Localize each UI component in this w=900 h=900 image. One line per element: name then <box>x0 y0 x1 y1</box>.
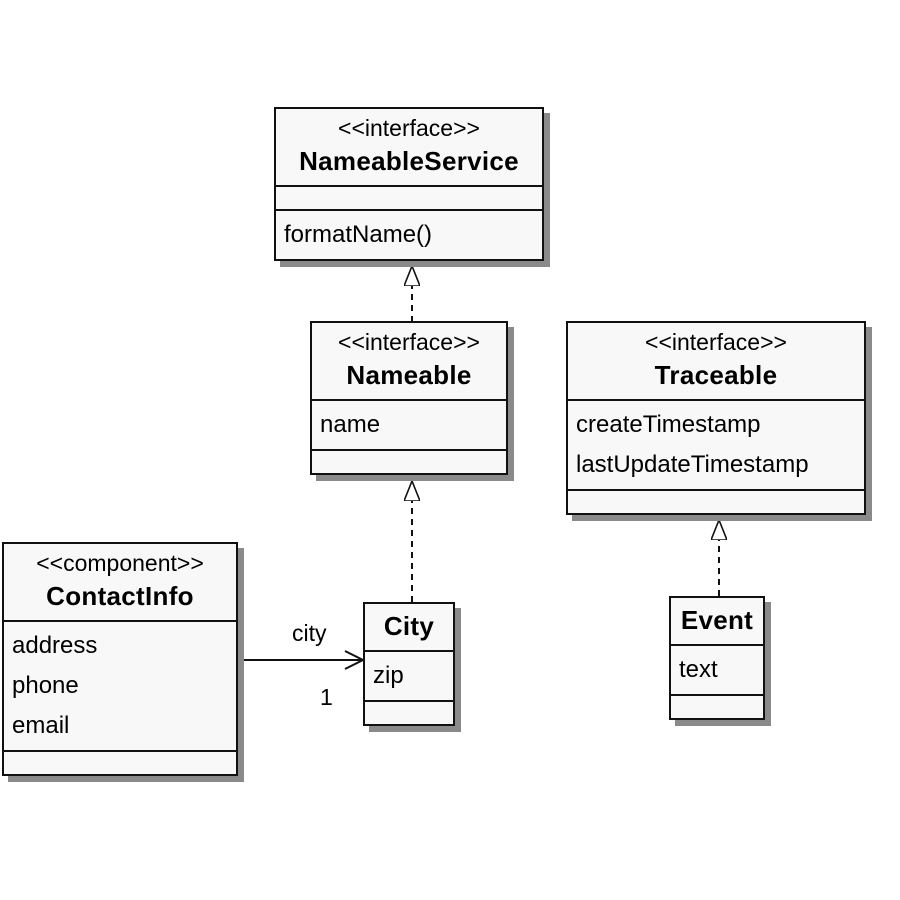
attribute: address <box>12 632 98 659</box>
operations-section: formatName() <box>276 209 542 259</box>
class-contact-info[interactable]: <<component>> ContactInfo address phone … <box>2 542 238 776</box>
association-role-label: city <box>292 620 327 646</box>
attributes-section: text <box>671 644 763 694</box>
stereotype: <<interface>> <box>338 115 480 141</box>
attributes-section: name <box>312 399 506 449</box>
class-nameable[interactable]: <<interface>> Nameable name <box>310 321 508 475</box>
class-city[interactable]: City zip <box>363 602 455 726</box>
attribute: text <box>679 656 718 683</box>
attributes-section: address phone email <box>4 620 236 750</box>
class-name: Event <box>680 605 754 635</box>
attribute: phone <box>12 672 79 699</box>
stereotype: <<component>> <box>36 550 204 576</box>
stereotype: <<interface>> <box>645 329 787 355</box>
association-multiplicity-label: 1 <box>320 684 333 710</box>
class-name: NameableService <box>299 146 519 176</box>
class-traceable[interactable]: <<interface>> Traceable createTimestamp … <box>566 321 866 515</box>
operations-section <box>568 489 864 513</box>
class-event[interactable]: Event text <box>669 596 765 720</box>
operations-section <box>312 449 506 473</box>
attributes-section: zip <box>365 650 453 700</box>
stereotype: <<interface>> <box>338 329 480 355</box>
class-name: City <box>383 611 435 641</box>
operation: formatName() <box>284 221 433 248</box>
attribute: name <box>320 411 381 438</box>
class-name: Nameable <box>346 360 472 390</box>
class-name: Traceable <box>654 360 778 390</box>
operations-section <box>365 700 453 724</box>
class-name: ContactInfo <box>46 581 194 611</box>
class-nameable-service[interactable]: <<interface>> NameableService formatName… <box>274 107 544 261</box>
operations-section <box>4 750 236 774</box>
operations-section <box>671 694 763 718</box>
attributes-section <box>276 185 542 209</box>
attribute: lastUpdateTimestamp <box>576 451 809 478</box>
attribute: zip <box>373 662 404 689</box>
attribute: createTimestamp <box>576 411 761 438</box>
attributes-section: createTimestamp lastUpdateTimestamp <box>568 399 864 489</box>
attribute: email <box>12 712 70 739</box>
